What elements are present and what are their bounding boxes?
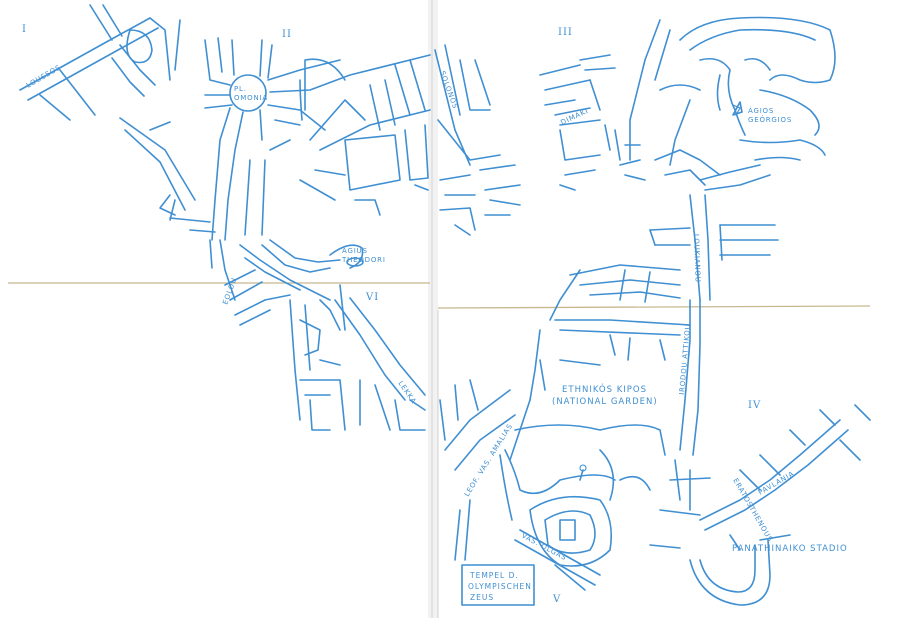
- streets-section-right-lower: [439, 264, 871, 606]
- place-label-omonia-1: PL.: [234, 85, 247, 93]
- place-label-agios-georgios-1: ÁGIOS: [748, 106, 774, 115]
- place-label-omonia-2: OMONIA: [234, 94, 268, 102]
- section-label-1: I: [22, 24, 27, 35]
- street-label-loukianou: LOUKIANOU: [692, 234, 702, 283]
- place-label-agios-georgios-2: GEÓRGIOS: [748, 115, 792, 124]
- section-label-4: IV: [748, 400, 761, 411]
- legend-box-line-1: TEMPEL D.: [469, 571, 519, 580]
- center-fold-shade: [428, 0, 438, 618]
- legend-box-frame: [461, 564, 535, 606]
- tape-seam-right: [437, 305, 871, 309]
- place-label-panathinaiko: PANATHINAIKO STADIO: [732, 544, 848, 554]
- place-label-agios-theodori-1: ÁGIUS: [342, 246, 368, 255]
- section-label-5: V: [552, 594, 561, 605]
- section-label-3: III: [558, 27, 573, 38]
- legend-box-line-3: ZEUS: [470, 593, 494, 602]
- streets-section-left: [19, 4, 431, 431]
- section-label-2: II: [282, 29, 292, 40]
- section-label-6: VI: [365, 292, 379, 303]
- place-label-agios-theodori-2: THEODORI: [341, 256, 386, 264]
- place-label-national-garden-2: (NATIONAL GARDEN): [552, 397, 658, 407]
- place-label-national-garden-1: ETHNIKÓS KIPOS: [562, 383, 647, 395]
- streets-section-right-upper: [434, 16, 836, 301]
- legend-box-line-2: OLYMPISCHEN: [468, 582, 532, 591]
